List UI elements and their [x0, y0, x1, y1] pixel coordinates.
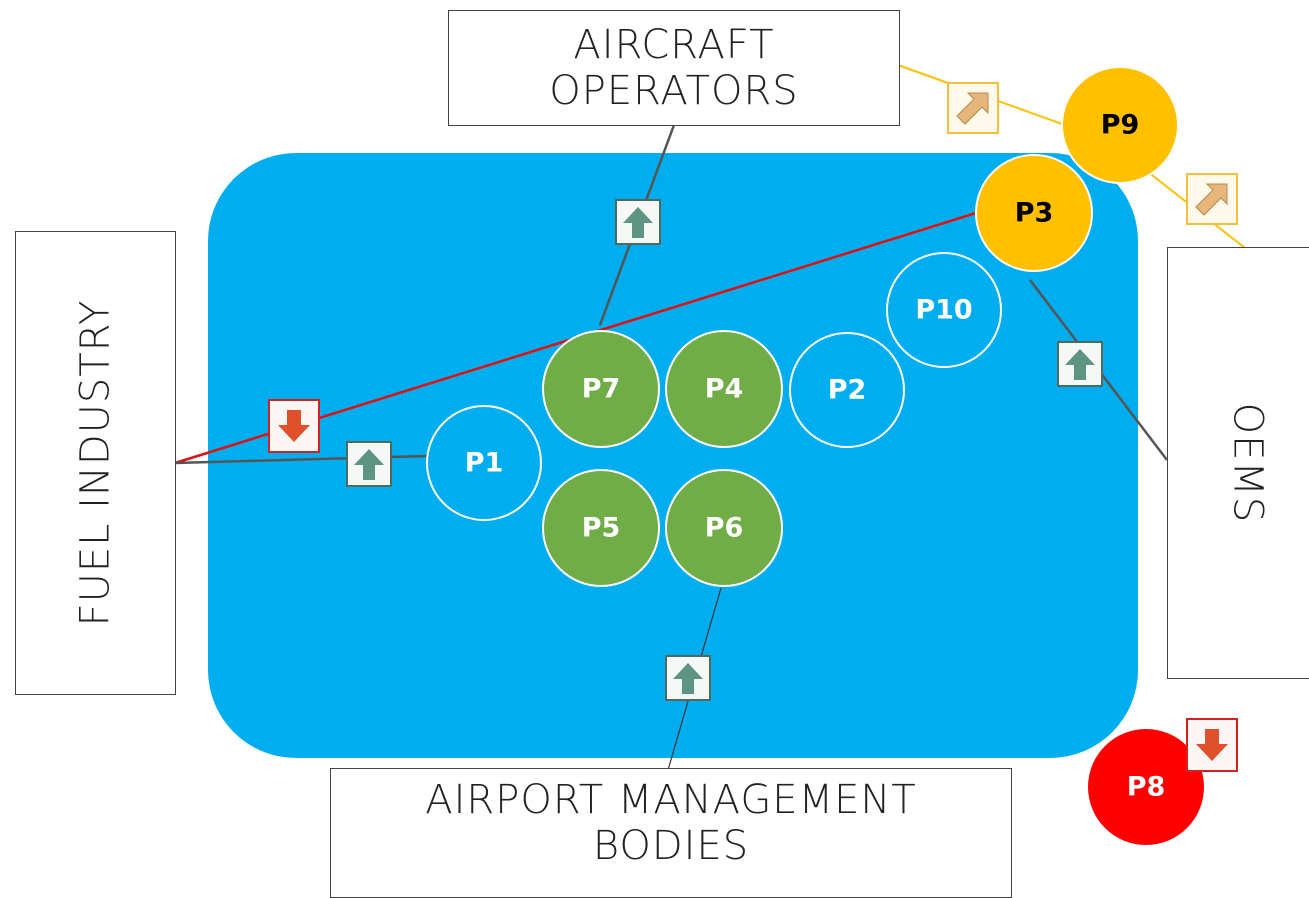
- node-p1: P1: [426, 405, 542, 521]
- node-p4: P4: [665, 330, 783, 448]
- node-p3: P3: [975, 154, 1093, 272]
- node-p8-label: P8: [1127, 772, 1166, 803]
- aircraft-operators-line1: AIRCRAFT: [573, 22, 775, 68]
- node-p6: P6: [665, 469, 783, 587]
- airport-management-line1: AIRPORT MANAGEMENT: [425, 777, 917, 823]
- oems-box: OEMS: [1167, 247, 1309, 679]
- up-right-arrow-icon: [947, 82, 999, 134]
- node-p8: P8: [1088, 729, 1204, 845]
- fuel-industry-box: FUEL INDUSTRY: [15, 231, 176, 695]
- node-p9-label: P9: [1101, 110, 1140, 141]
- node-p3-label: P3: [1015, 198, 1054, 229]
- node-p10: P10: [886, 252, 1002, 368]
- aircraft-operators-box: AIRCRAFT OPERATORS: [448, 10, 900, 126]
- up-right-arrow-icon: [1186, 173, 1238, 225]
- up-arrow-icon: [615, 199, 661, 245]
- node-p9: P9: [1061, 66, 1179, 184]
- node-p1-label: P1: [465, 448, 504, 479]
- up-arrow-icon: [346, 441, 392, 487]
- oems-label: OEMS: [1224, 402, 1271, 524]
- up-arrow-icon: [1057, 341, 1103, 387]
- stakeholder-diagram: P1 P2 P10 P7 P4 P5 P6 P3: [15, 10, 1309, 898]
- down-arrow-icon: [1186, 718, 1238, 772]
- node-p4-label: P4: [705, 374, 744, 405]
- airport-management-box: AIRPORT MANAGEMENT BODIES: [330, 768, 1012, 898]
- fuel-industry-label: FUEL INDUSTRY: [72, 299, 119, 627]
- down-arrow-icon: [268, 399, 320, 453]
- node-p5-label: P5: [582, 513, 621, 544]
- node-p7: P7: [542, 330, 660, 448]
- node-p2: P2: [789, 332, 905, 448]
- node-p2-label: P2: [828, 375, 867, 406]
- node-p6-label: P6: [705, 513, 744, 544]
- up-arrow-icon: [665, 655, 711, 701]
- aircraft-operators-line2: OPERATORS: [549, 68, 799, 114]
- node-p10-label: P10: [915, 295, 972, 326]
- node-p5: P5: [542, 469, 660, 587]
- diagram-canvas: P1 P2 P10 P7 P4 P5 P6 P3: [174, 64, 1246, 845]
- airport-management-line2: BODIES: [592, 823, 750, 869]
- node-p7-label: P7: [582, 374, 621, 405]
